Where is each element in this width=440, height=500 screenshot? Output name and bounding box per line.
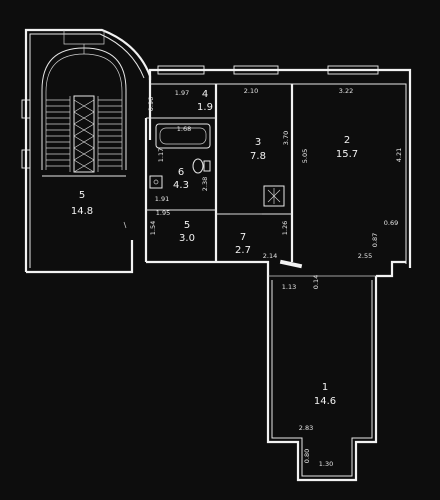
- apartment-walls: [144, 65, 412, 278]
- dim-2-38: 2.38: [201, 177, 209, 191]
- room-number-7: 7: [240, 232, 246, 243]
- room-area-2: 15.7: [336, 149, 358, 160]
- dim-1-95: 1.95: [156, 209, 170, 217]
- room-area-3: 7.8: [250, 151, 266, 162]
- dim-1-54: 1.54: [149, 221, 157, 235]
- room-number-stairwell: 5: [79, 190, 85, 201]
- room-number-3: 3: [255, 137, 261, 148]
- room-number-5b: 5: [184, 220, 190, 231]
- dim-0-80: 0.80: [303, 449, 311, 463]
- dim-2-14: 2.14: [263, 252, 277, 260]
- dim-1-91: 1.91: [155, 195, 169, 203]
- stairwell: 5 14.8: [21, 28, 152, 274]
- room-number-1: 1: [322, 382, 328, 393]
- dim-1-68: 1.68: [177, 125, 191, 133]
- dim-2-10: 2.10: [244, 87, 258, 95]
- dim-0-14: 0.14: [312, 275, 320, 289]
- bathroom-fixtures: [149, 123, 211, 189]
- room-area-5b: 3.0: [179, 233, 195, 244]
- dim-4-21: 4.21: [395, 148, 403, 162]
- dim-1-30: 1.30: [319, 460, 333, 468]
- dim-1-26: 1.26: [281, 221, 289, 235]
- dim-1-97: 1.97: [175, 89, 189, 97]
- dim-1-17: 1.17: [157, 148, 165, 162]
- room-number-4: 4: [202, 89, 208, 100]
- dim-3-70: 3.70: [282, 131, 290, 145]
- dimension-labels: 1.97 0.96 2.10 3.22 1.68 1.17 2.38 1.91 …: [147, 87, 403, 468]
- loggia: [266, 275, 378, 482]
- kitchen-vent: [263, 185, 285, 207]
- stair-treads-left: [46, 96, 71, 172]
- dim-2-55: 2.55: [358, 252, 372, 260]
- dim-1-13: 1.13: [282, 283, 296, 291]
- room-number-6: 6: [178, 167, 184, 178]
- room-area-4: 1.9: [197, 102, 213, 113]
- room-number-2: 2: [344, 135, 350, 146]
- dim-0-96: 0.96: [147, 97, 155, 111]
- room-area-stairwell: 14.8: [71, 206, 93, 217]
- dim-2-83: 2.83: [299, 424, 313, 432]
- room-area-1: 14.6: [314, 396, 336, 407]
- dim-3-22: 3.22: [339, 87, 353, 95]
- room-area-7: 2.7: [235, 245, 251, 256]
- room-area-6: 4.3: [173, 180, 189, 191]
- dim-5-05: 5.05: [301, 149, 309, 163]
- dim-0-69: 0.69: [384, 219, 398, 227]
- stair-treads-right: [97, 96, 122, 172]
- dim-0-87: 0.87: [371, 233, 379, 247]
